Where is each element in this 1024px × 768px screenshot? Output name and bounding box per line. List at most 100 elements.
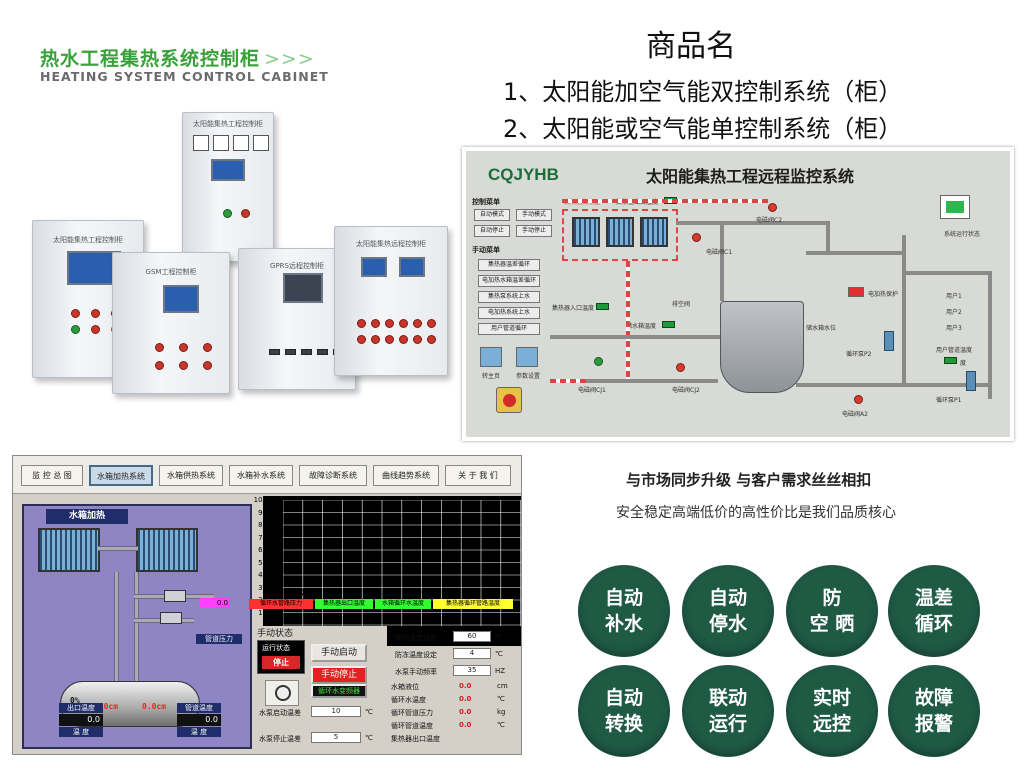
knob-icon bbox=[91, 309, 100, 318]
heater-tank-cycle-button[interactable]: 电加热水箱温差循环 bbox=[478, 275, 540, 287]
hot-pipe bbox=[562, 199, 768, 203]
manual-stop-button[interactable]: 手动停止 bbox=[516, 225, 552, 237]
emergency-stop-button[interactable] bbox=[496, 387, 522, 413]
tab-about[interactable]: 关 于 我 们 bbox=[445, 465, 511, 486]
features-headline: 与市场同步升级 与客户需求丝丝相扣 bbox=[626, 471, 872, 489]
feature-badge-text: 循环 bbox=[914, 613, 953, 635]
view-title: 水箱加热 bbox=[46, 509, 128, 524]
meter-icon bbox=[317, 349, 328, 355]
tab-trend-curve[interactable]: 曲线趋势系统 bbox=[373, 465, 439, 486]
gauge-icon bbox=[193, 135, 209, 151]
setting-label: 水泵手动频率 bbox=[395, 668, 437, 676]
tab-tank-supply[interactable]: 水箱供热系统 bbox=[159, 465, 223, 486]
valve-cj2-label: 电磁阀CJ2 bbox=[672, 387, 700, 394]
inlet-temp-label: 集热器入口温度 bbox=[552, 305, 595, 312]
collector-diff-cycle-button[interactable]: 集热器温差循环 bbox=[478, 259, 540, 271]
graph-y-tick: 90 bbox=[258, 508, 267, 517]
inlet-temp-value bbox=[596, 303, 609, 310]
celsius-unit: ℃ bbox=[365, 734, 373, 742]
feature-badge: 自动转换 bbox=[578, 665, 670, 757]
feature-badge-text: 温差 bbox=[914, 587, 953, 609]
setting-input[interactable]: 60 bbox=[453, 631, 491, 642]
tab-fault-diagnosis[interactable]: 故障诊断系统 bbox=[299, 465, 367, 486]
tab-tank-heating[interactable]: 水箱加热系统 bbox=[89, 465, 153, 486]
knob-icon bbox=[413, 335, 422, 344]
feature-badge: 温差循环 bbox=[888, 565, 980, 657]
auto-mode-button[interactable]: 自动模式 bbox=[474, 209, 510, 221]
exhaust-label: 排空阀 bbox=[672, 301, 691, 308]
feature-badge-text: 停水 bbox=[708, 613, 747, 635]
home-icon[interactable] bbox=[480, 347, 502, 367]
scada-logo: CQJYHB bbox=[488, 165, 559, 184]
pump-p2-label: 循环泵P2 bbox=[846, 351, 872, 358]
knob-icon bbox=[427, 319, 436, 328]
display-screen bbox=[361, 257, 387, 277]
valve-icon[interactable] bbox=[692, 233, 701, 242]
outlet-temp-word: 温 度 bbox=[59, 727, 103, 737]
brand-title-en: HEATING SYSTEM CONTROL CABINET bbox=[40, 69, 329, 84]
rotary-switch-icon[interactable] bbox=[265, 680, 299, 706]
heater-icon[interactable] bbox=[848, 287, 864, 297]
pump-icon[interactable] bbox=[884, 331, 894, 351]
manual-mode-button[interactable]: 手动模式 bbox=[516, 209, 552, 221]
knob-icon bbox=[427, 335, 436, 344]
run-status-label: 系统运行状态 bbox=[944, 231, 981, 238]
user-pipe-cycle-button[interactable]: 用户管道循环 bbox=[478, 323, 540, 335]
valve-icon[interactable] bbox=[676, 363, 685, 372]
feature-badge-text: 自动 bbox=[708, 587, 747, 609]
pump-icon[interactable] bbox=[966, 371, 976, 391]
setting-input[interactable]: 4 bbox=[453, 648, 491, 659]
pump-icon[interactable] bbox=[164, 590, 186, 602]
reading-unit: kg bbox=[497, 708, 506, 716]
pipe-temp-word: 温 度 bbox=[177, 727, 221, 737]
valve-icon[interactable] bbox=[854, 395, 863, 404]
collector-water-in-button[interactable]: 集热泵系统上水 bbox=[478, 291, 540, 303]
tank-level-label: 储水箱水位 bbox=[806, 325, 837, 332]
knob-icon bbox=[179, 361, 188, 370]
knob-icon bbox=[223, 209, 232, 218]
manual-stop-button[interactable]: 手动停止 bbox=[311, 666, 367, 684]
run-status-box: 运行状态 停止 bbox=[257, 640, 305, 674]
meter-icon bbox=[285, 349, 296, 355]
heater-water-in-button[interactable]: 电加热系统上水 bbox=[478, 307, 540, 319]
home-label: 转主页 bbox=[482, 373, 501, 380]
graph-y-tick: 30 bbox=[258, 583, 267, 592]
settings-icon[interactable] bbox=[516, 347, 538, 367]
display-screen bbox=[211, 159, 245, 181]
display-screen bbox=[163, 285, 199, 313]
knob-icon bbox=[91, 325, 100, 334]
pipe bbox=[826, 221, 830, 251]
graph-y-tick: 50 bbox=[258, 558, 267, 567]
pump-stop-diff-input[interactable]: 5 bbox=[311, 732, 361, 743]
gauge-icon bbox=[213, 135, 229, 151]
pump-start-diff-input[interactable]: 10 bbox=[311, 706, 361, 717]
legend-entry: 水箱循环水温度 bbox=[375, 599, 431, 609]
pump-icon[interactable] bbox=[160, 612, 182, 624]
auto-stop-button[interactable]: 自动停止 bbox=[474, 225, 510, 237]
valve-c1-label: 电磁阀C1 bbox=[706, 249, 733, 256]
feature-badge-text: 运行 bbox=[708, 713, 747, 735]
knob-icon bbox=[385, 335, 394, 344]
reading-value: 0.0 bbox=[459, 695, 472, 703]
feature-badge-text: 转换 bbox=[604, 713, 643, 735]
knob-icon bbox=[71, 309, 80, 318]
degree-unit: 度 bbox=[960, 360, 967, 367]
control-menu-label: 控制菜单 bbox=[472, 198, 500, 206]
tab-overview[interactable]: 监 控 总 图 bbox=[21, 465, 83, 486]
pipe bbox=[586, 379, 718, 383]
setting-unit: HZ bbox=[495, 667, 506, 675]
setting-label: 保护温度设定 bbox=[395, 634, 437, 642]
pump-frequency-button[interactable]: 循环水变频器 bbox=[311, 684, 367, 698]
reading-value: 0.0 bbox=[459, 721, 472, 729]
pump-start-diff-label: 水泵启动温差 bbox=[259, 709, 301, 717]
cabinet-label: GPRS远程控制柜 bbox=[270, 262, 324, 270]
product-heading: 商品名 bbox=[646, 29, 736, 64]
valve-icon[interactable] bbox=[768, 203, 777, 212]
setting-input[interactable]: 35 bbox=[453, 665, 491, 676]
knob-icon bbox=[399, 335, 408, 344]
manual-start-button[interactable]: 手动启动 bbox=[311, 644, 367, 662]
valve-icon[interactable] bbox=[594, 357, 603, 366]
pipe bbox=[114, 572, 119, 684]
tab-tank-refill[interactable]: 水箱补水系统 bbox=[229, 465, 293, 486]
tab-bar: 监 控 总 图 水箱加热系统 水箱供热系统 水箱补水系统 故障诊断系统 曲线趋势… bbox=[13, 456, 521, 494]
